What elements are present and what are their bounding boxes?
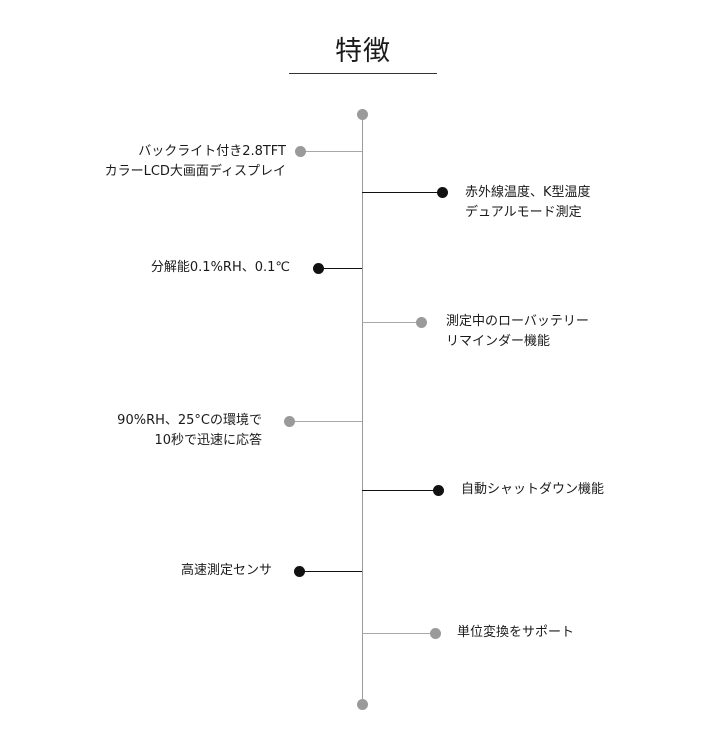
feature-label: 単位変換をサポート [457, 623, 657, 643]
feature-label: バックライト付き2.8TFT カラーLCD大画面ディスプレイ [96, 142, 286, 182]
feature-dot [294, 566, 305, 577]
feature-label-line: 赤外線温度、K型温度 [465, 185, 591, 200]
feature-dot [284, 416, 295, 427]
feature-label-line: デュアルモード測定 [465, 205, 582, 220]
timeline-axis [362, 114, 363, 704]
feature-connector [362, 192, 442, 193]
feature-dot [416, 317, 427, 328]
feature-label-line: 高速測定センサ [180, 563, 272, 578]
timeline-bottom-dot [357, 699, 368, 710]
feature-label-line: 測定中のローバッテリー [446, 314, 589, 329]
feature-label: 測定中のローバッテリーリマインダー機能 [446, 312, 646, 352]
feature-label-line: バックライト付き2.8TFT [138, 144, 286, 159]
feature-connector [289, 421, 362, 422]
feature-dot [313, 263, 324, 274]
title-underline [289, 73, 437, 74]
feature-connector [299, 571, 362, 572]
feature-label-line: 自動シャットダウン機能 [461, 482, 605, 497]
feature-dot [430, 628, 441, 639]
page-title: 特徴 [335, 36, 391, 67]
feature-dot [437, 187, 448, 198]
feature-label: 90%RH、25°Cの環境で 10秒で迅速に応答 [110, 411, 262, 451]
feature-label: 赤外線温度、K型温度デュアルモード測定 [465, 183, 665, 223]
feature-label-line: 90%RH、25°Cの環境で [117, 413, 262, 428]
feature-label-line: カラーLCD大画面ディスプレイ [104, 164, 286, 179]
feature-label: 高速測定センサ [160, 561, 272, 581]
feature-connector [362, 490, 438, 491]
feature-label-line: リマインダー機能 [446, 334, 551, 349]
feature-label: 自動シャットダウン機能 [461, 480, 661, 500]
feature-connector [300, 151, 362, 152]
feature-connector [318, 268, 362, 269]
timeline-top-dot [357, 109, 368, 120]
feature-dot [433, 485, 444, 496]
feature-dot [295, 146, 306, 157]
feature-connector [362, 633, 435, 634]
feature-label: 分解能0.1%RH、0.1℃ [150, 258, 290, 278]
feature-label-line: 10秒で迅速に応答 [154, 433, 262, 448]
feature-connector [362, 322, 421, 323]
feature-label-line: 分解能0.1%RH、0.1℃ [150, 260, 290, 275]
feature-label-line: 単位変換をサポート [457, 625, 575, 640]
